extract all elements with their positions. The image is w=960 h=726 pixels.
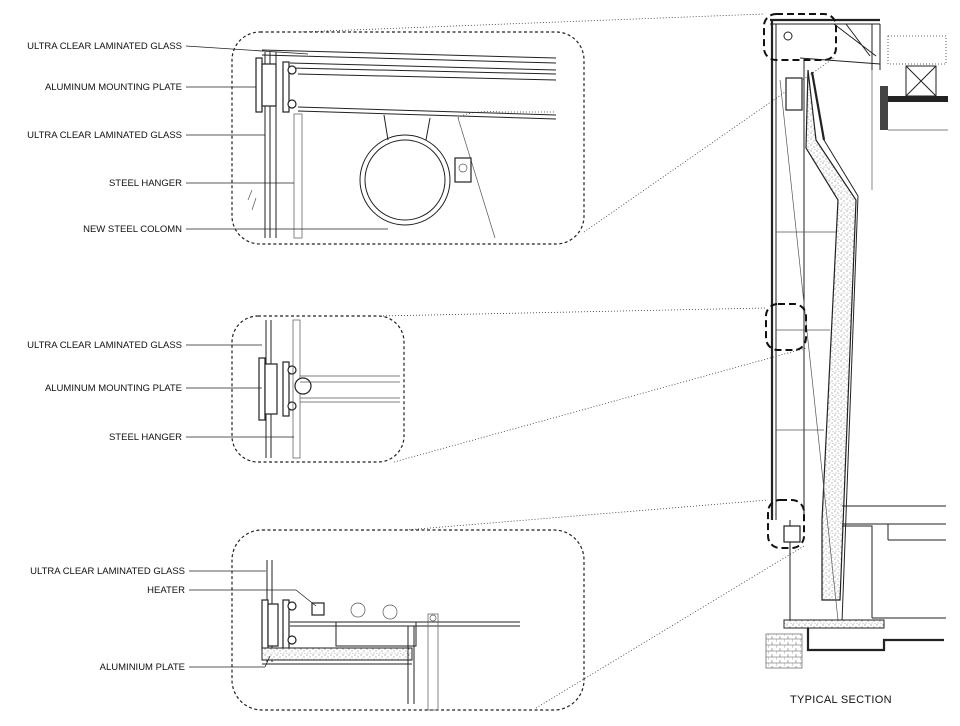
middle-detail-frame: [231, 315, 405, 463]
label-steel-hanger-2: STEEL HANGER: [109, 432, 182, 443]
label-mounting-plate-2: ALUMINUM MOUNTING PLATE: [45, 383, 182, 394]
callout-middle: [765, 303, 807, 351]
detail-connectors: [299, 13, 835, 709]
top-detail-frame: [231, 31, 585, 245]
typical-section: [763, 13, 948, 669]
middle-detail-labels: ULTRA CLEAR LAMINATED GLASS ALUMINUM MOU…: [27, 340, 294, 443]
callout-top: [763, 13, 837, 61]
bottom-detail-frame: [231, 529, 585, 711]
callout-bottom: [767, 499, 805, 549]
label-steel-hanger-1: STEEL HANGER: [109, 178, 182, 189]
label-mounting-plate-1: ALUMINUM MOUNTING PLATE: [45, 82, 182, 93]
label-steel-column: NEW STEEL COLOMN: [83, 224, 182, 235]
top-detail: [231, 31, 585, 245]
bottom-detail-labels: ULTRA CLEAR LAMINATED GLASS HEATER ALUMI…: [30, 566, 317, 673]
label-glass-1: ULTRA CLEAR LAMINATED GLASS: [27, 41, 182, 52]
middle-detail: [231, 315, 405, 463]
bottom-detail: [231, 529, 585, 711]
label-glass-3: ULTRA CLEAR LAMINATED GLASS: [27, 340, 182, 351]
label-glass-2: ULTRA CLEAR LAMINATED GLASS: [27, 130, 182, 141]
label-heater: HEATER: [147, 585, 185, 596]
section-title: TYPICAL SECTION: [790, 694, 892, 706]
top-detail-labels: ULTRA CLEAR LAMINATED GLASS ALUMINUM MOU…: [27, 41, 388, 235]
label-aluminium-plate: ALUMINIUM PLATE: [100, 662, 185, 673]
label-glass-4: ULTRA CLEAR LAMINATED GLASS: [30, 566, 185, 577]
